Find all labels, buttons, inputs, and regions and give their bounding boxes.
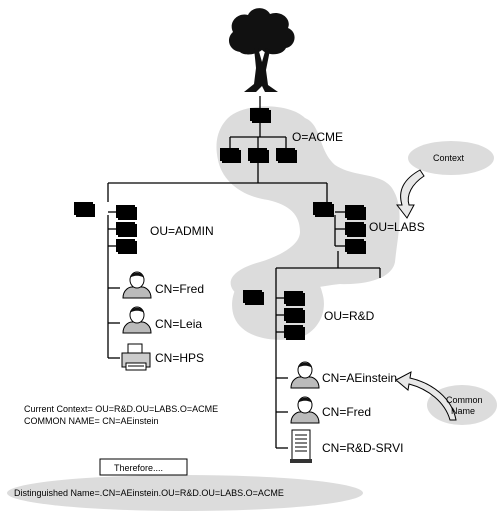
admin-object-label: CN=Fred <box>155 282 204 296</box>
labs-container-icon-2 <box>345 222 366 237</box>
tree-icon <box>228 8 295 92</box>
root-container-icon <box>250 108 271 123</box>
user-icon <box>122 306 152 334</box>
server-icon <box>290 429 312 463</box>
common-name-note: COMMON NAME= CN=AEinstein <box>24 416 159 426</box>
admin-object-label: CN=Leia <box>155 317 202 331</box>
printer-icon <box>121 343 151 371</box>
rd-label: OU=R&D <box>324 309 375 323</box>
therefore-label: Therefore.... <box>114 463 163 473</box>
org-container-icon-1 <box>220 148 241 163</box>
context-arrow-icon <box>395 169 425 219</box>
rd-object-label: CN=AEinstein <box>322 371 397 385</box>
admin-label: OU=ADMIN <box>150 224 214 238</box>
org-label: O=ACME <box>292 130 343 144</box>
labs-parent-container-icon <box>313 202 334 217</box>
context-callout-label: Context <box>433 153 465 163</box>
user-icon <box>122 271 152 299</box>
dn-cloud <box>7 475 363 511</box>
tree-connectors <box>107 96 381 449</box>
org-container-icon-2 <box>248 148 269 163</box>
rd-object-label: CN=R&D-SRVI <box>322 441 403 455</box>
context-callout-cloud <box>408 141 494 175</box>
labs-container-icon-3 <box>345 239 366 254</box>
admin-container-icon-2 <box>116 222 137 237</box>
admin-parent-container-icon <box>74 202 95 217</box>
common-name-callout-line1: Common <box>446 395 483 405</box>
rd-object-label: CN=Fred <box>322 405 371 419</box>
rd-container-icon-3 <box>284 325 305 340</box>
org-container-icon-3 <box>276 148 297 163</box>
admin-container-icon-1 <box>116 205 137 220</box>
user-icon <box>290 361 320 389</box>
context-cloud-lower <box>232 271 324 340</box>
labs-label: OU=LABS <box>369 220 425 234</box>
distinguished-name-note: Distinguished Name=.CN=AEinstein.OU=R&D.… <box>14 488 284 498</box>
common-name-arrow-icon <box>395 371 457 421</box>
current-context-note: Current Context= OU=R&D.OU=LABS.O=ACME <box>24 404 218 414</box>
labs-container-icon-1 <box>345 205 366 220</box>
admin-container-icon-3 <box>116 239 137 254</box>
admin-object-label: CN=HPS <box>155 351 204 365</box>
user-icon <box>290 396 320 424</box>
rd-container-icon-1 <box>284 291 305 306</box>
rd-parent-container-icon <box>243 290 264 305</box>
rd-container-icon-2 <box>284 308 305 323</box>
therefore-box <box>99 458 188 476</box>
common-name-callout-line2: Name <box>451 406 475 416</box>
common-name-callout-cloud <box>427 385 497 425</box>
